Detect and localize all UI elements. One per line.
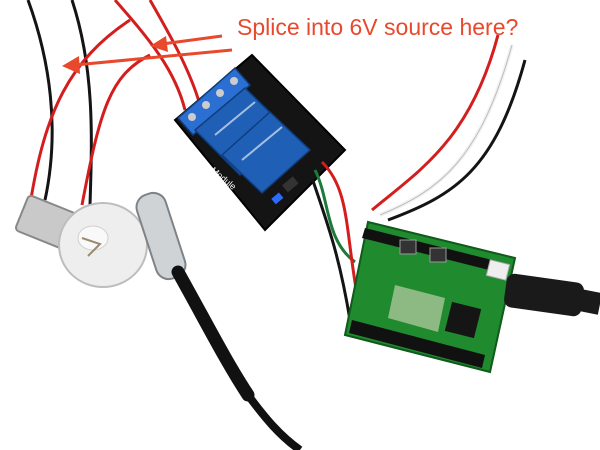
usb-cable	[504, 273, 600, 317]
temperature-probe-icon	[135, 191, 303, 450]
board-wires	[310, 34, 527, 321]
bulb-icon	[14, 194, 148, 288]
microcontroller-board-icon	[343, 220, 517, 374]
annotation-caption: Splice into 6V source here?	[237, 14, 519, 40]
arrow-left-icon	[62, 34, 233, 74]
bulb-wires	[26, 0, 202, 206]
